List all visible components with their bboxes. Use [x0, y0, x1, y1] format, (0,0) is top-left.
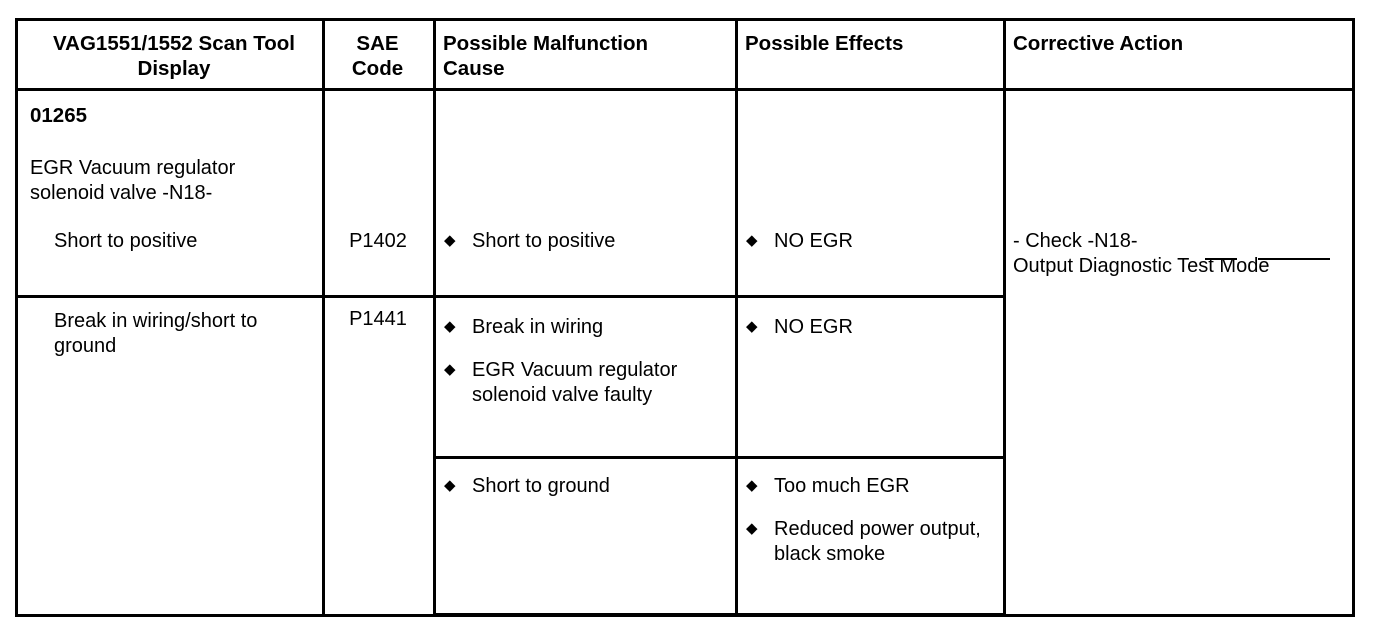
column-header-corrective-action: Corrective Action [1013, 31, 1353, 56]
component-name: EGR Vacuum regulator solenoid valve -N18… [30, 156, 320, 206]
header-line-1: SAE [356, 32, 399, 55]
column-header-malfunction-cause: Possible Malfunction Cause [443, 31, 728, 81]
symptom-line-2: ground [54, 335, 117, 357]
list-item: ◆ Short to positive [444, 229, 732, 254]
bullet-list: ◆ NO EGR [746, 315, 1000, 340]
possible-effects-row-2: ◆ NO EGR [746, 315, 1000, 340]
symptom-break-in-wiring-short-to-ground: Break in wiring/short to ground [54, 309, 322, 359]
header-line-2: Code [351, 57, 404, 80]
list-item: ◆ NO EGR [746, 229, 1000, 254]
symptom-line-1: Break in wiring/short to [54, 310, 258, 332]
bullet-list: ◆ Short to ground [444, 474, 732, 499]
corrective-action-line-1: - Check -N18- [1013, 230, 1138, 252]
column-divider-4 [1003, 21, 1006, 614]
header-line-2: Display [137, 57, 211, 80]
possible-effects-row-3: ◆ Too much EGR ◆ Reduced power output, b… [746, 474, 1000, 567]
underline-mark-1 [1205, 258, 1237, 260]
column-header-possible-effects: Possible Effects [745, 31, 1000, 56]
malfunction-cause-row-2: ◆ Break in wiring ◆ EGR Vacuum regulator… [444, 315, 732, 408]
fault-code-value: 01265 [30, 104, 88, 127]
bullet-list: ◆ Too much EGR ◆ Reduced power output, b… [746, 474, 1000, 567]
diamond-bullet-icon: ◆ [444, 232, 456, 249]
row-divider-1-2 [18, 295, 1003, 298]
list-item: ◆ EGR Vacuum regulator solenoid valve fa… [444, 358, 732, 408]
list-item-label: Too much EGR [774, 475, 910, 497]
diamond-bullet-icon: ◆ [746, 232, 758, 249]
component-name-line-1: EGR Vacuum regulator [30, 157, 236, 179]
inner-bottom-rule [433, 613, 1003, 616]
list-item: ◆ Reduced power output, black smoke [746, 517, 1000, 567]
malfunction-cause-row-1: ◆ Short to positive [444, 229, 732, 254]
list-item: ◆ Too much EGR [746, 474, 1000, 499]
malfunction-cause-row-3: ◆ Short to ground [444, 474, 732, 499]
diamond-bullet-icon: ◆ [746, 520, 758, 537]
bullet-list: ◆ Short to positive [444, 229, 732, 254]
diamond-bullet-icon: ◆ [444, 318, 456, 335]
column-header-sae-code: SAE Code [325, 31, 430, 81]
column-divider-1 [322, 21, 325, 614]
list-item: ◆ Short to ground [444, 474, 732, 499]
header-line-1: Corrective Action [1013, 32, 1184, 55]
list-item: ◆ Break in wiring [444, 315, 732, 340]
possible-effects-row-1: ◆ NO EGR [746, 229, 1000, 254]
bullet-list: ◆ Break in wiring ◆ EGR Vacuum regulator… [444, 315, 732, 408]
diamond-bullet-icon: ◆ [746, 477, 758, 494]
diagnostic-trouble-code-table: VAG1551/1552 Scan Tool Display SAE Code … [15, 18, 1355, 617]
list-item-label: NO EGR [774, 316, 853, 338]
list-item-label: NO EGR [774, 230, 853, 252]
list-item-label: Reduced power output, black smoke [774, 518, 981, 565]
sub-row-divider-2-3 [433, 456, 1003, 459]
header-line-1: Possible Malfunction [443, 32, 649, 55]
underline-mark-2 [1258, 258, 1330, 260]
diamond-bullet-icon: ◆ [444, 361, 456, 378]
list-item-label: Short to ground [472, 475, 610, 497]
header-line-1: VAG1551/1552 Scan Tool [53, 32, 295, 55]
component-name-line-2: solenoid valve -N18- [30, 182, 213, 204]
sae-code-row-1: P1402 [349, 230, 407, 252]
diamond-bullet-icon: ◆ [746, 318, 758, 335]
header-line-1: Possible Effects [745, 32, 904, 55]
list-item-label: Short to positive [472, 230, 616, 252]
column-header-scan-tool-display: VAG1551/1552 Scan Tool Display [30, 31, 318, 81]
bullet-list: ◆ NO EGR [746, 229, 1000, 254]
symptom-short-to-positive: Short to positive [54, 230, 198, 252]
list-item-label: Break in wiring [472, 316, 604, 338]
corrective-action-line-2: Output Diagnostic Test Mode [1013, 255, 1270, 277]
display-column-partial-rule [45, 295, 322, 298]
column-divider-3 [735, 21, 738, 614]
header-bottom-rule [18, 88, 1352, 91]
list-item: ◆ NO EGR [746, 315, 1000, 340]
header-line-2: Cause [443, 57, 505, 80]
corrective-action-content: - Check -N18- Output Diagnostic Test Mod… [1013, 229, 1358, 279]
diamond-bullet-icon: ◆ [444, 477, 456, 494]
sae-code-row-2: P1441 [349, 308, 407, 330]
column-divider-2 [433, 21, 436, 614]
list-item-label: EGR Vacuum regulator solenoid valve faul… [472, 359, 678, 406]
